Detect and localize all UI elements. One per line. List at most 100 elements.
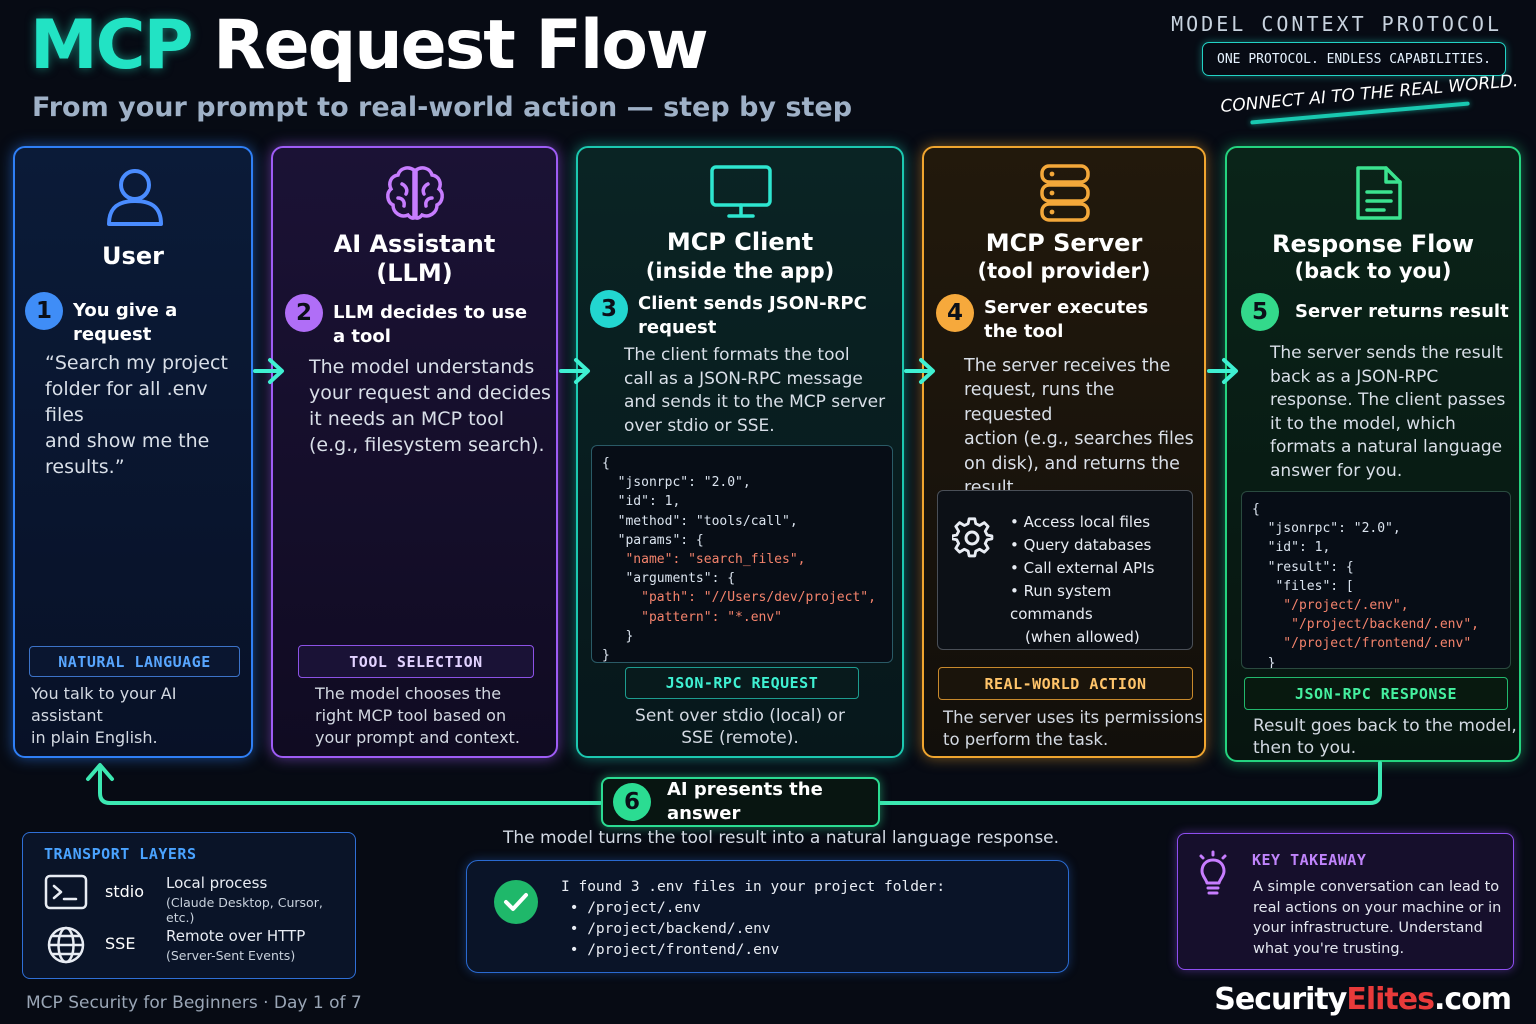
capability-item: (when allowed) bbox=[1010, 626, 1192, 649]
takeaway-line: your infrastructure. Understand bbox=[1253, 920, 1483, 936]
step-label-line: Client sends JSON-RPC bbox=[638, 293, 867, 314]
capability-text: Access local files bbox=[1023, 513, 1151, 531]
answer-intro: I found 3 .env files in your project fol… bbox=[561, 879, 946, 895]
answer-text: I found 3 .env files in your project fol… bbox=[561, 877, 945, 961]
code-line: "/project/.env", bbox=[1252, 598, 1409, 614]
code-line: } bbox=[602, 648, 610, 663]
series-footer: MCP Security for Beginners · Day 1 of 7 bbox=[26, 993, 362, 1013]
card-response-flow: Response Flow (back to you) 5 Server ret… bbox=[1225, 146, 1521, 762]
ai-answer-panel: I found 3 .env files in your project fol… bbox=[466, 860, 1069, 973]
transport-layers-panel: TRANSPORT LAYERS stdio Local process (Cl… bbox=[22, 832, 356, 979]
step-number: 2 bbox=[285, 294, 323, 332]
code-line: "path": "//Users/dev/project", bbox=[602, 590, 876, 606]
foot-line: Result goes back to the model, bbox=[1253, 716, 1517, 736]
foot-line: SSE (remote). bbox=[681, 728, 799, 748]
card-mcp-client: MCP Client (inside the app) 3 Client sen… bbox=[576, 146, 904, 758]
globe-icon bbox=[47, 926, 85, 964]
arrow-right-icon bbox=[253, 358, 284, 384]
foot-line: to perform the task. bbox=[943, 730, 1109, 749]
transport-name: SSE bbox=[105, 934, 136, 953]
transport-desc: Remote over HTTP bbox=[166, 927, 306, 945]
card-title: MCP Server bbox=[985, 229, 1143, 257]
return-loop-arrow bbox=[86, 761, 1382, 805]
card-body: The client formats the tool call as a JS… bbox=[624, 344, 885, 438]
tag-real-world-action: REAL-WORLD ACTION bbox=[938, 667, 1193, 700]
site-logo: SecurityElites.com bbox=[1214, 982, 1512, 1017]
document-icon bbox=[1356, 166, 1402, 220]
body-line: The model understands bbox=[309, 356, 535, 378]
brain-icon bbox=[386, 166, 444, 220]
body-line: action (e.g., searches files bbox=[964, 429, 1194, 450]
takeaway-line: A simple conversation can lead to bbox=[1253, 879, 1500, 895]
arrow-right-icon bbox=[1207, 358, 1238, 384]
foot-line: your prompt and context. bbox=[315, 728, 520, 747]
body-line: request, runs the requested bbox=[964, 380, 1115, 425]
answer-file-path: /project/frontend/.env bbox=[587, 942, 780, 958]
step-5: 5 Server returns result bbox=[1241, 293, 1509, 331]
card-foot: Sent over stdio (local) or SSE (remote). bbox=[578, 705, 902, 749]
terminal-icon bbox=[44, 874, 88, 910]
step-number: 6 bbox=[613, 783, 651, 821]
tag-tool-selection: TOOL SELECTION bbox=[298, 645, 534, 678]
arrow-right-icon bbox=[904, 358, 935, 384]
page-title: MCP Request Flow bbox=[30, 6, 709, 85]
step-1: 1 You give a request bbox=[25, 292, 251, 347]
capability-item: • Access local files bbox=[1010, 513, 1151, 531]
card-foot: The server uses its permissions to perfo… bbox=[943, 707, 1203, 751]
body-line: folder for all .env files bbox=[45, 378, 208, 426]
code-line: "result": { bbox=[1252, 559, 1354, 575]
transport-name: stdio bbox=[105, 882, 144, 901]
foot-line: then to you. bbox=[1253, 738, 1357, 758]
card-title: AI Assistant bbox=[333, 230, 496, 258]
json-rpc-request-code: { "jsonrpc": "2.0", "id": 1, "method": "… bbox=[591, 445, 893, 663]
logo-part: .com bbox=[1433, 982, 1512, 1017]
transport-detail: (Server-Sent Events) bbox=[166, 948, 296, 963]
panel-title: KEY TAKEAWAY bbox=[1252, 851, 1367, 869]
body-line: it to the model, which bbox=[1270, 413, 1456, 434]
gear-icon bbox=[952, 517, 994, 558]
logo-part: Elites bbox=[1346, 982, 1435, 1017]
body-line: your request and decides bbox=[309, 382, 551, 404]
title-highlight: MCP bbox=[30, 6, 193, 85]
body-line: and show me the bbox=[45, 430, 210, 452]
foot-line: Sent over stdio (local) or bbox=[635, 706, 845, 726]
capability-text: Query databases bbox=[1023, 536, 1152, 554]
code-line: } bbox=[602, 628, 634, 644]
tag-json-rpc-response: JSON-RPC RESPONSE bbox=[1244, 677, 1508, 710]
page-subtitle: From your prompt to real-world action — … bbox=[32, 92, 853, 123]
capability-text: (when allowed) bbox=[1025, 628, 1140, 646]
body-line: (e.g., filesystem search). bbox=[309, 434, 545, 456]
step-label: AI presents the answer bbox=[667, 779, 823, 824]
step-label-line: LLM decides to use bbox=[333, 302, 528, 323]
card-foot: You talk to your AI assistant in plain E… bbox=[31, 683, 251, 749]
code-line: } bbox=[1252, 655, 1276, 669]
card-body: “Search my project folder for all .env f… bbox=[45, 350, 251, 480]
code-line: "method": "tools/call", bbox=[602, 513, 798, 529]
body-line: over stdio or SSE. bbox=[624, 415, 775, 436]
card-foot: The model chooses the right MCP tool bas… bbox=[315, 683, 520, 749]
brand-heading: MODEL CONTEXT PROTOCOL bbox=[1171, 12, 1502, 36]
foot-line: The server uses its permissions bbox=[943, 708, 1204, 727]
body-line: “Search my project bbox=[45, 352, 228, 374]
code-line: "/project/frontend/.env" bbox=[1252, 636, 1472, 652]
arrow-right-icon bbox=[559, 358, 590, 384]
step-label-line: request bbox=[638, 317, 717, 338]
body-line: The client formats the tool bbox=[624, 345, 850, 365]
takeaway-text: A simple conversation can lead to real a… bbox=[1253, 877, 1501, 959]
code-line: "arguments": { bbox=[602, 571, 736, 587]
capability-text: Run system commands bbox=[1010, 582, 1112, 623]
step-6: 6 AI presents the answer bbox=[601, 777, 880, 827]
answer-file: • /project/.env bbox=[561, 900, 701, 916]
body-line: formats a natural language bbox=[1270, 437, 1503, 457]
step-label: You give a request bbox=[73, 300, 178, 345]
takeaway-line: what you're trusting. bbox=[1253, 940, 1405, 957]
step-label: Server returns result bbox=[1295, 301, 1509, 322]
code-line: { bbox=[602, 456, 610, 471]
card-foot: Result goes back to the model, then to y… bbox=[1253, 715, 1517, 759]
